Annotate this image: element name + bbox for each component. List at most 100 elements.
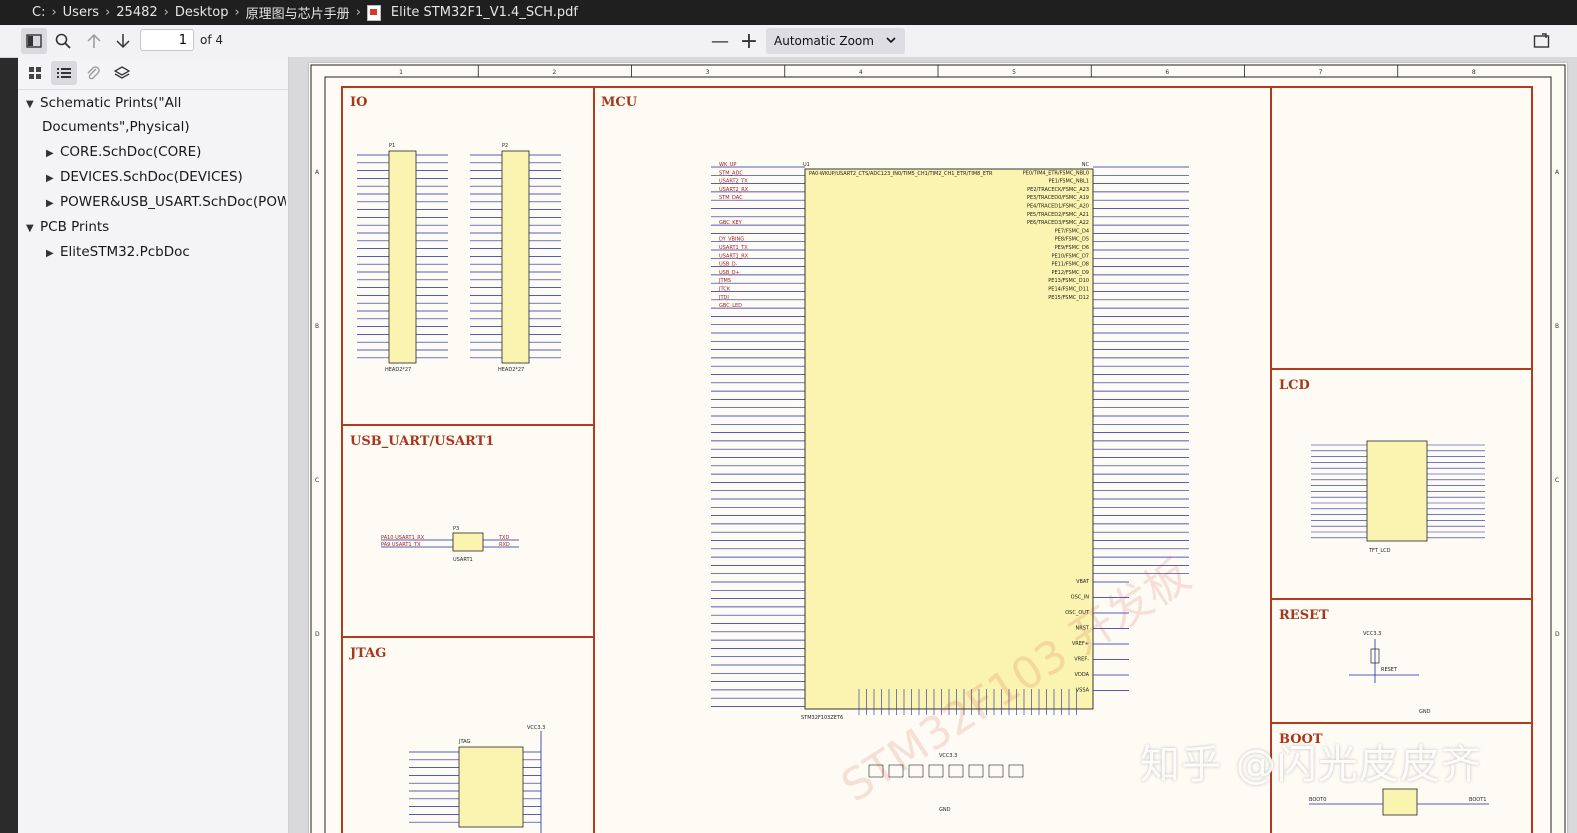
reset-gnd: GND	[1419, 709, 1431, 715]
breadcrumb-item[interactable]: 原理图与芯片手册	[245, 7, 350, 22]
mcu-pin-label: PE1/FSMC_NBL1	[1049, 179, 1089, 185]
sidebar-icon	[26, 34, 42, 48]
io-header-body	[501, 150, 530, 364]
mcu-top-pin: PA0-WKUP/USART2_CTS/ADC123_IN0/TIM5_CH1/…	[809, 171, 993, 177]
next-page-button[interactable]	[110, 28, 136, 54]
outline-tab[interactable]	[51, 61, 77, 85]
row-letter: A	[315, 169, 320, 176]
column-number: 4	[859, 69, 863, 76]
breadcrumb-file[interactable]: Elite STM32F1_V1.4_SCH.pdf	[390, 5, 578, 20]
mcu-pin-label: PE3/TRACED0/FSMC_A19	[1027, 195, 1089, 201]
sidebar-tabs	[18, 57, 288, 90]
mcu-pin-label: PE13/FSMC_D10	[1048, 278, 1089, 284]
row-letter: C	[1555, 477, 1559, 484]
grid-icon	[29, 67, 41, 79]
outline-item[interactable]: ▼ PCB Prints	[26, 219, 109, 235]
io-section-frame	[341, 86, 595, 426]
mcu-power-pin: NRST	[1076, 626, 1090, 632]
arrow-down-icon	[116, 34, 130, 49]
mcu-net-label: JTDI	[718, 295, 729, 301]
mcu-net-label: USART2_RX	[719, 187, 749, 193]
column-number: 8	[1472, 69, 1476, 76]
column-number: 3	[706, 69, 710, 76]
mcu-pin-label: PE5/TRACED2/FSMC_A21	[1027, 212, 1089, 218]
zoom-select[interactable]: Automatic Zoom	[766, 28, 905, 54]
mcu-pin-label: PE14/FSMC_D11	[1048, 287, 1089, 293]
column-number: 2	[552, 69, 556, 76]
column-number: 6	[1165, 69, 1169, 76]
outline-item-label: PCB Prints	[40, 219, 110, 235]
usart-ref: P3	[453, 526, 459, 532]
outline-item-label: CORE.SchDoc(CORE)	[60, 144, 202, 160]
mcu-net-label: DY_VBING	[719, 237, 744, 243]
pdf-toolbar: of 4 — + Automatic Zoom	[0, 25, 1577, 58]
zoom-in-button[interactable]: +	[736, 28, 762, 54]
usart-header-body	[452, 532, 484, 552]
column-number: 7	[1319, 69, 1323, 76]
decoupling-cap	[888, 764, 904, 778]
outline-item[interactable]: ▶POWER&USB_USART.SchDoc(POWER	[46, 194, 286, 210]
jtag-vcc: VCC3.3	[527, 725, 545, 731]
outline-item-label: Schematic Prints("All	[40, 95, 182, 111]
usart-pin-label: PA10 USART1_RX	[381, 535, 425, 541]
section-title-reset: RESET	[1279, 608, 1329, 623]
breadcrumb-item[interactable]: 25482	[116, 5, 158, 20]
paperclip-icon	[87, 66, 100, 80]
row-letter: A	[1555, 169, 1560, 176]
section-title-boot: BOOT	[1279, 732, 1323, 747]
decoupling-cap	[968, 764, 984, 778]
caret-down-icon: ▼	[26, 223, 34, 234]
boot-section-frame	[1270, 722, 1533, 833]
find-button[interactable]	[50, 28, 76, 54]
chevron-right-icon: ›	[234, 5, 240, 20]
breadcrumb-item[interactable]: Users	[62, 5, 100, 20]
breadcrumb-item[interactable]: C:	[32, 5, 46, 20]
mcu-pin-label: PE2/TRACECK/FSMC_A23	[1027, 187, 1089, 193]
outline-item[interactable]: ▼ Schematic Prints("All	[26, 95, 181, 111]
chevron-right-icon: ›	[105, 5, 111, 20]
list-icon	[57, 68, 71, 78]
toggle-sidebar-button[interactable]	[21, 28, 47, 54]
caret-right-icon: ▶	[46, 173, 54, 184]
column-number: 1	[399, 69, 403, 76]
mcu-net-label: JTMS	[718, 278, 731, 284]
outline-item[interactable]: ▶ EliteSTM32.PcbDoc	[46, 244, 190, 260]
outline-item-label: Documents",Physical)	[42, 119, 190, 135]
lcd-ref: TFT_LCD	[1368, 548, 1391, 554]
previous-page-button[interactable]	[81, 28, 107, 54]
open-file-icon	[1533, 33, 1550, 48]
outline-item[interactable]: ▶CORE.SchDoc(CORE)	[46, 144, 286, 160]
page-number-input[interactable]	[140, 29, 194, 51]
mcu-power-pin: VBAT	[1076, 579, 1090, 585]
reset-switch-label: RESET	[1381, 667, 1398, 673]
mcu-power-pin: OSC_IN	[1071, 595, 1090, 601]
io-header-body	[388, 150, 417, 364]
minus-icon: —	[711, 30, 729, 52]
breadcrumb-item[interactable]: Desktop	[174, 5, 229, 20]
attachments-tab[interactable]	[80, 61, 106, 85]
mcu-net-label: STM_ADC	[719, 170, 743, 176]
layers-tab[interactable]	[109, 61, 135, 85]
caret-down-icon: ▼	[26, 99, 34, 110]
outline-item[interactable]: ▶DEVICES.SchDoc(DEVICES)	[46, 169, 286, 185]
boot0-net: BOOT0	[1309, 797, 1326, 803]
page-count: of 4	[200, 33, 224, 47]
mcu-power-pin: VDDA	[1075, 672, 1090, 678]
zoom-out-button[interactable]: —	[707, 28, 733, 54]
header-footer: HEAD2*27	[498, 367, 524, 373]
mcu-net-label: USART2_TX	[719, 179, 748, 185]
thumbnails-tab[interactable]	[22, 61, 48, 85]
lcd-connector-body	[1366, 440, 1428, 542]
mcu-power-pin: VSSA	[1076, 688, 1090, 694]
mcu-pin-label: PE12/FSMC_D9	[1051, 270, 1089, 276]
chevron-right-icon: ›	[51, 5, 57, 20]
caret-right-icon: ▶	[46, 248, 54, 259]
outline-item-label: EliteSTM32.PcbDoc	[60, 244, 190, 260]
row-letter: B	[1555, 323, 1559, 330]
chevron-down-icon	[886, 37, 896, 44]
open-file-button[interactable]	[1529, 28, 1555, 54]
boot1-net: BOOT1	[1469, 797, 1486, 803]
outline-item-continued[interactable]: Documents",Physical)	[42, 119, 190, 135]
mcu-net-label: USB_D-	[719, 262, 738, 268]
